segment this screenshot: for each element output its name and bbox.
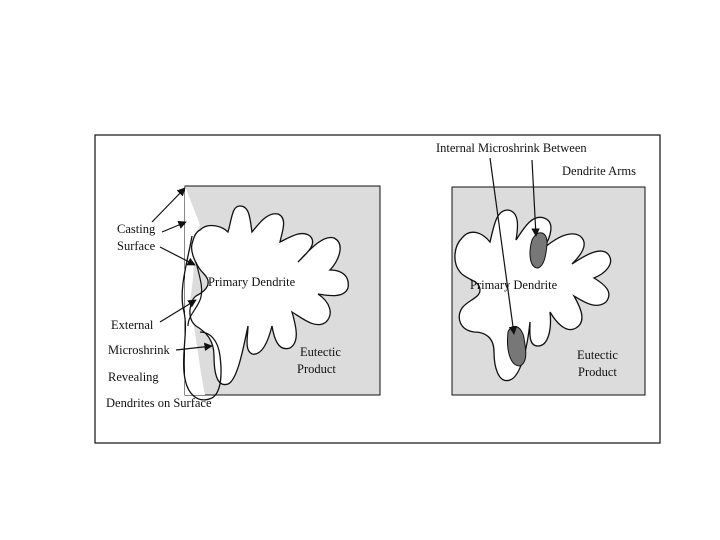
casting-surface-arrow-3 [159, 246, 196, 266]
left-casting-surface-line [181, 235, 222, 401]
left-primary-dendrite [189, 205, 349, 386]
external-microshrink-arrow-2 [175, 342, 213, 352]
left-eutectic-label-1: Eutectic [300, 345, 341, 359]
left-surface-band [185, 186, 205, 395]
right-eutectic-label-2: Product [578, 365, 617, 379]
casting-surface-arrow-1 [151, 187, 186, 223]
external-microshrink-label-4: Dendrites on Surface [106, 396, 212, 410]
external-microshrink-label-1: External [111, 318, 154, 332]
left-primary-dendrite-label: Primary Dendrite [208, 275, 296, 289]
internal-microshrink-label-2: Dendrite Arms [562, 164, 636, 178]
casting-surface-label-2: Surface [117, 239, 156, 253]
left-panel [181, 185, 381, 401]
internal-microshrink-arrow-upper [531, 159, 540, 237]
internal-microshrink-label-1: Internal Microshrink Between [436, 141, 587, 155]
right-panel [451, 186, 646, 396]
right-primary-dendrite-label: Primary Dendrite [470, 278, 558, 292]
external-microshrink-label-3: Revealing [108, 370, 159, 384]
external-microshrink-label-2: Microshrink [108, 343, 171, 357]
microshrink-pocket-upper [529, 232, 548, 269]
left-microshrink-gap [187, 261, 203, 327]
casting-surface-label-1: Casting [117, 222, 156, 236]
internal-microshrink-arrow-lower [489, 157, 518, 335]
left-eutectic-label-2: Product [297, 362, 336, 376]
right-eutectic-label-1: Eutectic [577, 348, 618, 362]
external-microshrink-arrow-1 [159, 299, 197, 323]
casting-surface-arrow-2 [161, 221, 187, 233]
